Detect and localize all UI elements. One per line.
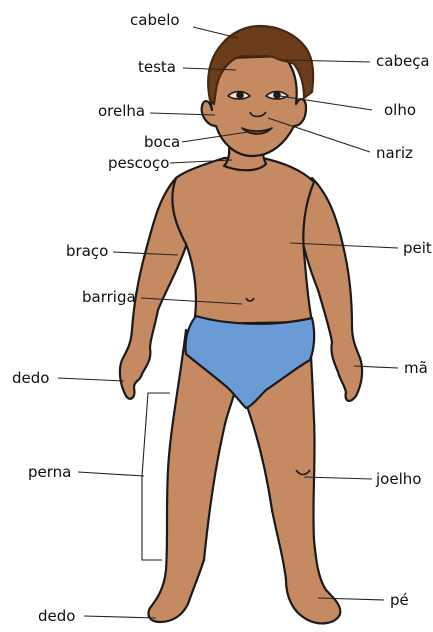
label-boca: boca: [144, 133, 180, 151]
label-nariz: nariz: [376, 144, 413, 162]
label-joelho: joelho: [375, 470, 421, 488]
line-dedo-mao: [58, 378, 124, 381]
line-perna: [78, 472, 144, 476]
label-olho: olho: [384, 101, 416, 119]
label-dedo-mao: dedo: [12, 369, 49, 387]
label-dedo-pe: dedo: [38, 607, 75, 625]
label-cabeca: cabeça: [376, 52, 430, 70]
line-perna-bracket: [142, 393, 170, 560]
label-cabelo: cabelo: [130, 11, 180, 29]
label-perna: perna: [28, 463, 71, 481]
right-pupil: [274, 92, 280, 98]
child-figure: [120, 26, 362, 623]
label-braco: braço: [66, 242, 108, 260]
torso: [172, 158, 314, 324]
label-mao: mã: [404, 359, 428, 377]
label-barriga: barriga: [82, 288, 136, 306]
label-pe: pé: [390, 591, 409, 609]
label-orelha: orelha: [98, 102, 145, 120]
line-cabelo: [193, 27, 238, 38]
label-testa: testa: [138, 58, 176, 76]
left-pupil: [237, 92, 243, 98]
line-dedo-pe: [84, 616, 156, 618]
label-pescoco: pescoço: [108, 154, 169, 172]
label-peito: peit: [403, 239, 432, 257]
